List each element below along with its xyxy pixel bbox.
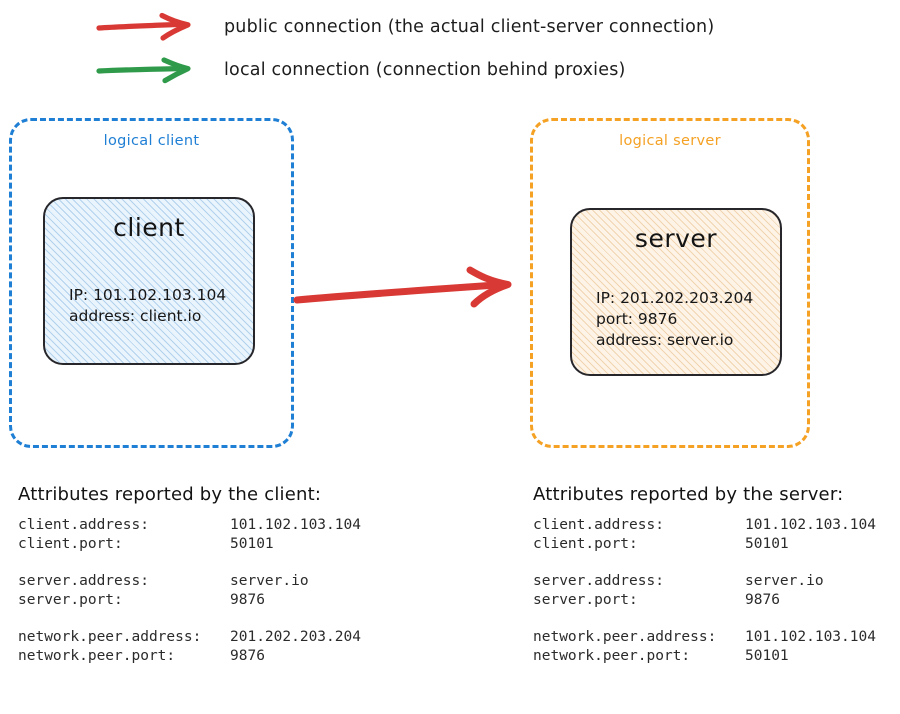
legend-label-public-connection: public connection (the actual client-ser… <box>224 17 715 37</box>
attribute-value: 101.102.103.104 <box>230 517 361 533</box>
green-arrow-icon <box>96 57 191 84</box>
legend-label-local-connection: local connection (connection behind prox… <box>224 60 626 80</box>
attribute-key: server.port: <box>533 592 638 608</box>
client-node-details: IP: 101.102.103.104 address: client.io <box>69 285 243 327</box>
attribute-row: network.peer.address: 101.102.103.104 <box>533 628 876 647</box>
attribute-row: server.address: server.io <box>18 572 361 591</box>
server-attributes-group: network.peer.address: 101.102.103.104 ne… <box>533 628 876 666</box>
attribute-value: 101.102.103.104 <box>745 517 876 533</box>
attribute-row: client.port: 50101 <box>18 535 361 554</box>
server-attributes-panel: Attributes reported by the server: clien… <box>533 484 876 666</box>
logical-client-label: logical client <box>103 133 200 149</box>
client-attributes-group: client.address: 101.102.103.104 client.p… <box>18 516 361 554</box>
client-node[interactable]: client IP: 101.102.103.104 address: clie… <box>43 197 255 365</box>
attribute-key: network.peer.port: <box>18 648 176 664</box>
server-attributes-group: server.address: server.io server.port: 9… <box>533 572 876 610</box>
public-connection-arrow-icon <box>293 266 512 308</box>
attribute-row: client.port: 50101 <box>533 535 876 554</box>
attribute-row: client.address: 101.102.103.104 <box>18 516 361 535</box>
server-node-ip: IP: 201.202.203.204 <box>596 289 754 307</box>
attribute-row: client.address: 101.102.103.104 <box>533 516 876 535</box>
client-node-address: address: client.io <box>69 307 202 325</box>
logical-server-group: logical server <box>530 118 810 448</box>
attribute-value: server.io <box>230 573 309 589</box>
legend-item-public-connection: public connection (the actual client-ser… <box>96 12 714 42</box>
client-attributes-group: server.address: server.io server.port: 9… <box>18 572 361 610</box>
server-node-title: server <box>634 224 718 253</box>
attribute-key: client.port: <box>533 536 638 552</box>
server-attributes-group: client.address: 101.102.103.104 client.p… <box>533 516 876 554</box>
attribute-row: network.peer.port: 9876 <box>18 647 361 666</box>
attribute-value: 50101 <box>745 536 789 552</box>
attribute-row: server.address: server.io <box>533 572 876 591</box>
server-node-port: port: 9876 <box>596 310 678 328</box>
attribute-value: 9876 <box>230 592 265 608</box>
attribute-key: network.peer.address: <box>533 629 717 645</box>
attribute-key: server.port: <box>18 592 123 608</box>
attribute-key: network.peer.address: <box>18 629 202 645</box>
attribute-key: client.address: <box>533 517 664 533</box>
attribute-key: network.peer.port: <box>533 648 691 664</box>
attribute-key: client.address: <box>18 517 149 533</box>
attribute-row: server.port: 9876 <box>18 591 361 610</box>
attribute-value: 101.102.103.104 <box>745 629 876 645</box>
server-node-details: IP: 201.202.203.204 port: 9876 address: … <box>596 288 770 351</box>
attribute-value: 50101 <box>745 648 789 664</box>
red-arrow-icon <box>96 12 191 41</box>
attribute-value: server.io <box>745 573 824 589</box>
attribute-value: 201.202.203.204 <box>230 629 361 645</box>
client-attributes-heading: Attributes reported by the client: <box>18 484 322 505</box>
attribute-key: client.port: <box>18 536 123 552</box>
attribute-value: 9876 <box>745 592 780 608</box>
server-node-address: address: server.io <box>596 331 734 349</box>
attribute-value: 50101 <box>230 536 274 552</box>
attribute-key: server.address: <box>18 573 149 589</box>
logical-server-label: logical server <box>619 133 721 149</box>
attribute-value: 9876 <box>230 648 265 664</box>
attribute-row: server.port: 9876 <box>533 591 876 610</box>
logical-client-group: logical client <box>9 118 294 448</box>
client-node-ip: IP: 101.102.103.104 <box>69 286 227 304</box>
legend-item-local-connection: local connection (connection behind prox… <box>96 55 626 85</box>
client-attributes-group: network.peer.address: 201.202.203.204 ne… <box>18 628 361 666</box>
server-node[interactable]: server IP: 201.202.203.204 port: 9876 ad… <box>570 208 782 376</box>
attribute-key: server.address: <box>533 573 664 589</box>
attribute-row: network.peer.address: 201.202.203.204 <box>18 628 361 647</box>
attribute-row: network.peer.port: 50101 <box>533 647 876 666</box>
client-attributes-panel: Attributes reported by the client: clien… <box>18 484 361 666</box>
client-node-title: client <box>113 213 185 242</box>
server-attributes-heading: Attributes reported by the server: <box>533 484 844 505</box>
